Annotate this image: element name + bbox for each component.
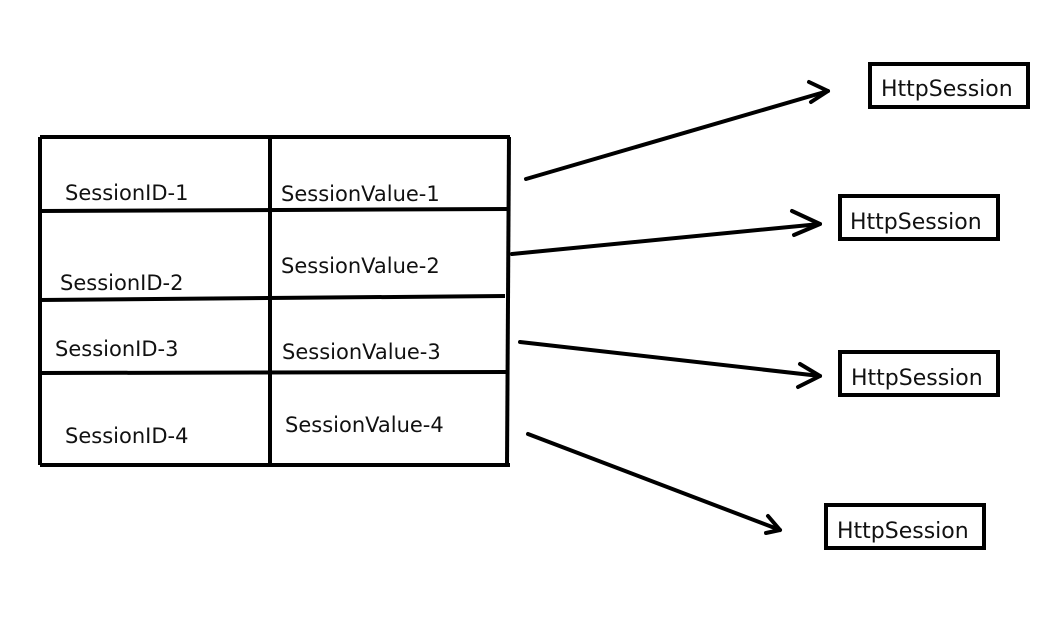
arrow-line [524,89,830,181]
arrow-line [510,222,822,256]
http-session-label: HttpSession [881,77,1013,102]
session-id-cell: SessionID-3 [55,337,178,361]
session-value-cell: SessionValue-3 [282,340,441,364]
http-session-label: HttpSession [850,210,982,235]
table-border-right [505,136,511,466]
session-table-text: SessionID-1 SessionValue-1 SessionID-2 S… [55,181,444,448]
arrowhead-icon [764,514,782,535]
session-id-cell: SessionID-1 [65,181,188,205]
arrowhead-icon [796,362,822,389]
arrowhead-icon [790,209,822,237]
arrowhead-icon [807,80,830,104]
arrows [510,80,830,535]
session-targets: HttpSession HttpSession HttpSession Http… [824,62,1030,550]
arrow-line [526,432,782,532]
http-session-box [838,194,1000,241]
session-value-cell: SessionValue-2 [281,254,440,278]
session-id-cell: SessionID-2 [60,271,183,295]
http-session-box [824,503,986,550]
session-value-cell: SessionValue-4 [285,413,444,437]
table-row-divider-3 [39,370,508,375]
table-row-divider-2 [39,294,506,302]
http-session-label: HttpSession [851,366,983,391]
arrow-line [518,340,822,378]
table-row-divider-1 [39,207,510,213]
http-session-label: HttpSession [837,519,969,544]
session-value-cell: SessionValue-1 [281,182,440,206]
session-id-cell: SessionID-4 [65,424,188,448]
http-session-box [838,350,1000,397]
session-table [38,135,511,467]
http-session-box [868,62,1030,109]
